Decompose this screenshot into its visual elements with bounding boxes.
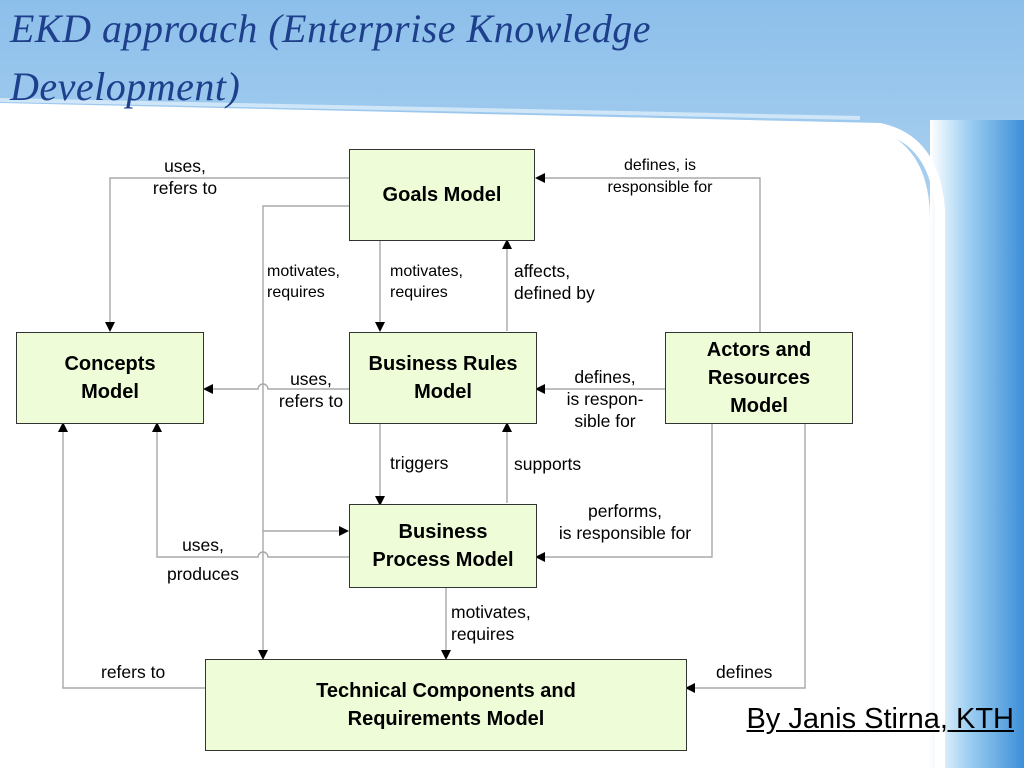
concepts-model-label-1: Concepts <box>64 353 156 375</box>
technical-components-model-box[interactable]: Technical Components and Requirements Mo… <box>205 659 687 751</box>
label-uses-produces: uses, produces <box>167 535 239 584</box>
label-performs: performs, is responsible for <box>558 501 692 543</box>
link-actors-goals <box>535 173 761 332</box>
process-model-label-1: Business <box>398 521 488 543</box>
title-line-1: EKD approach (Enterprise Knowledge <box>10 6 652 51</box>
goals-model-label: Goals Model <box>382 184 502 206</box>
label-triggers: triggers <box>390 453 449 473</box>
technical-model-label-1: Technical Components and <box>316 680 576 702</box>
technical-model-label-2: Requirements Model <box>347 708 545 730</box>
title-line-2: Development) <box>10 64 241 109</box>
actors-model-label-1: Actors and <box>706 339 812 361</box>
link-rules-concepts <box>203 383 349 394</box>
link-process-concepts <box>152 422 349 558</box>
label-defines: defines <box>716 662 773 682</box>
link-actors-technical <box>685 424 806 693</box>
goals-model-box[interactable]: Goals Model <box>349 149 535 241</box>
label-defines-is-responsible: defines, is responsible for <box>607 157 713 196</box>
label-affects-defined-by: affects, defined by <box>514 261 595 303</box>
label-motivates-requires-mid: motivates, requires <box>390 263 463 301</box>
link-goals-process <box>262 205 349 536</box>
concepts-model-box[interactable]: Concepts Model <box>16 332 204 424</box>
link-goals-concepts <box>105 177 349 332</box>
label-motivates-requires-left: motivates, requires <box>267 263 340 301</box>
business-rules-model-box[interactable]: Business Rules Model <box>349 332 537 424</box>
label-process-motivates-requires: motivates, requires <box>451 602 531 644</box>
process-model-label-2: Process Model <box>372 549 514 571</box>
label-uses-refers-to: uses, refers to <box>152 156 218 198</box>
link-technical-concepts <box>58 422 205 689</box>
concepts-model-label-2: Model <box>81 381 139 403</box>
business-rules-model-label-2: Model <box>414 381 472 403</box>
label-supports: supports <box>514 454 582 474</box>
business-rules-model-label-1: Business Rules <box>368 353 518 375</box>
link-actors-process <box>535 424 713 562</box>
actors-model-label-3: Model <box>730 395 788 417</box>
label-defines-is-responsible-for: defines, is respon- sible for <box>566 367 644 431</box>
business-process-model-box[interactable]: Business Process Model <box>349 504 537 588</box>
label-refers-to: refers to <box>101 662 166 682</box>
actors-resources-model-box[interactable]: Actors and Resources Model <box>665 332 853 424</box>
actors-model-label-2: Resources <box>707 367 811 389</box>
label-rules-uses-refers-to: uses, refers to <box>278 369 344 411</box>
slide-title: EKD approach (Enterprise Knowledge Devel… <box>10 0 910 116</box>
author-credit-link[interactable]: By Janis Stirna, KTH <box>746 703 1014 735</box>
